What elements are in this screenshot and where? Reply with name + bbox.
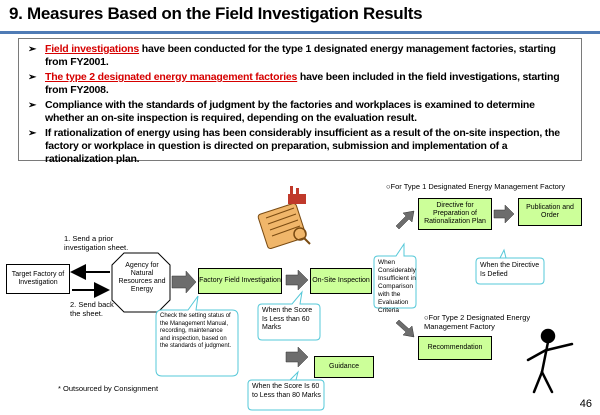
- target-factory-box: Target Factory of Investigation: [6, 264, 70, 294]
- bullet-list: ➢ Field investigations have been conduct…: [18, 38, 582, 165]
- callout-insufficient-text: When Considerably Insufficient in Compar…: [378, 259, 416, 314]
- outsourced-note: * Outsourced by Consignment: [58, 384, 159, 393]
- block-arrow-field-guidance: [285, 346, 309, 368]
- guidance-box: Guidance: [314, 356, 374, 378]
- block-arrow-onsite-directive: [395, 210, 415, 230]
- block-arrow-agency-field: [171, 270, 197, 294]
- agency-label: Agency for Natural Resources and Energy: [118, 262, 166, 293]
- callout-60to80-bubble: [247, 370, 325, 411]
- field-investigation-box: Factory Field Investigation: [198, 268, 282, 294]
- bullet-arrow-icon: ➢: [28, 44, 37, 55]
- callout-defied-bubble: [475, 248, 545, 285]
- block-arrow-onsite-recommend: [395, 319, 415, 338]
- bullet-item-2: ➢ The type 2 designated energy managemen…: [25, 71, 575, 97]
- block-arrow-directive-publication: [493, 204, 515, 224]
- callout-defied-text: When the Directive Is Defied: [480, 262, 540, 278]
- callout-check-text: Check the setting status of the Manageme…: [160, 313, 232, 349]
- investigation-document-illustration: [257, 186, 311, 250]
- bullet-text: have been included in the field investig…: [45, 71, 560, 96]
- page-title: 9. Measures Based on the Field Investiga…: [9, 4, 423, 23]
- pointing-figure-illustration: [526, 328, 574, 394]
- callout-60to80-text: When the Score Is 60 to Less than 80 Mar…: [252, 383, 321, 399]
- bullet-arrow-icon: ➢: [28, 100, 37, 111]
- callout-check-bubble: [155, 295, 239, 377]
- title-underline: [0, 31, 600, 34]
- bullet-item-4: ➢ If rationalization of energy using has…: [25, 127, 575, 166]
- callout-less60-text: When the Score Is Less than 60 Marks: [262, 307, 313, 331]
- bullet-arrow-icon: ➢: [28, 128, 37, 139]
- bullet-text: Compliance with the standards of judgmen…: [45, 99, 535, 124]
- directive-box: Directive for Preparation of Rationaliza…: [418, 198, 492, 230]
- type2-label: ○For Type 2 Designated Energy Management…: [424, 313, 531, 331]
- send-prior-label: 1. Send a prior investigation sheet.: [64, 234, 129, 252]
- publication-box: Publication and Order: [518, 198, 582, 226]
- bullet-text: have been conducted for the type 1 desig…: [45, 43, 556, 68]
- title-bar: 9. Measures Based on the Field Investiga…: [0, 0, 600, 34]
- callout-less60-bubble: [257, 290, 321, 341]
- page-number: 46: [579, 398, 592, 410]
- type1-label: ○For Type 1 Designated Energy Management…: [386, 182, 566, 191]
- block-arrow-field-onsite: [285, 269, 309, 291]
- recommendation-box: Recommendation: [418, 336, 492, 360]
- onsite-inspection-box: On-Site Inspection: [310, 268, 372, 294]
- bullet-item-3: ➢ Compliance with the standards of judgm…: [25, 99, 575, 125]
- bullet-item-1: ➢ Field investigations have been conduct…: [25, 43, 575, 69]
- bullet-text: If rationalization of energy using has b…: [45, 127, 560, 165]
- bullet-highlight: Field investigations: [45, 43, 140, 55]
- bullet-arrow-icon: ➢: [28, 72, 37, 83]
- callout-insufficient-bubble: [373, 242, 417, 309]
- send-back-label: 2. Send back the sheet.: [70, 300, 114, 318]
- bullet-highlight: The type 2 designated energy management …: [45, 71, 298, 83]
